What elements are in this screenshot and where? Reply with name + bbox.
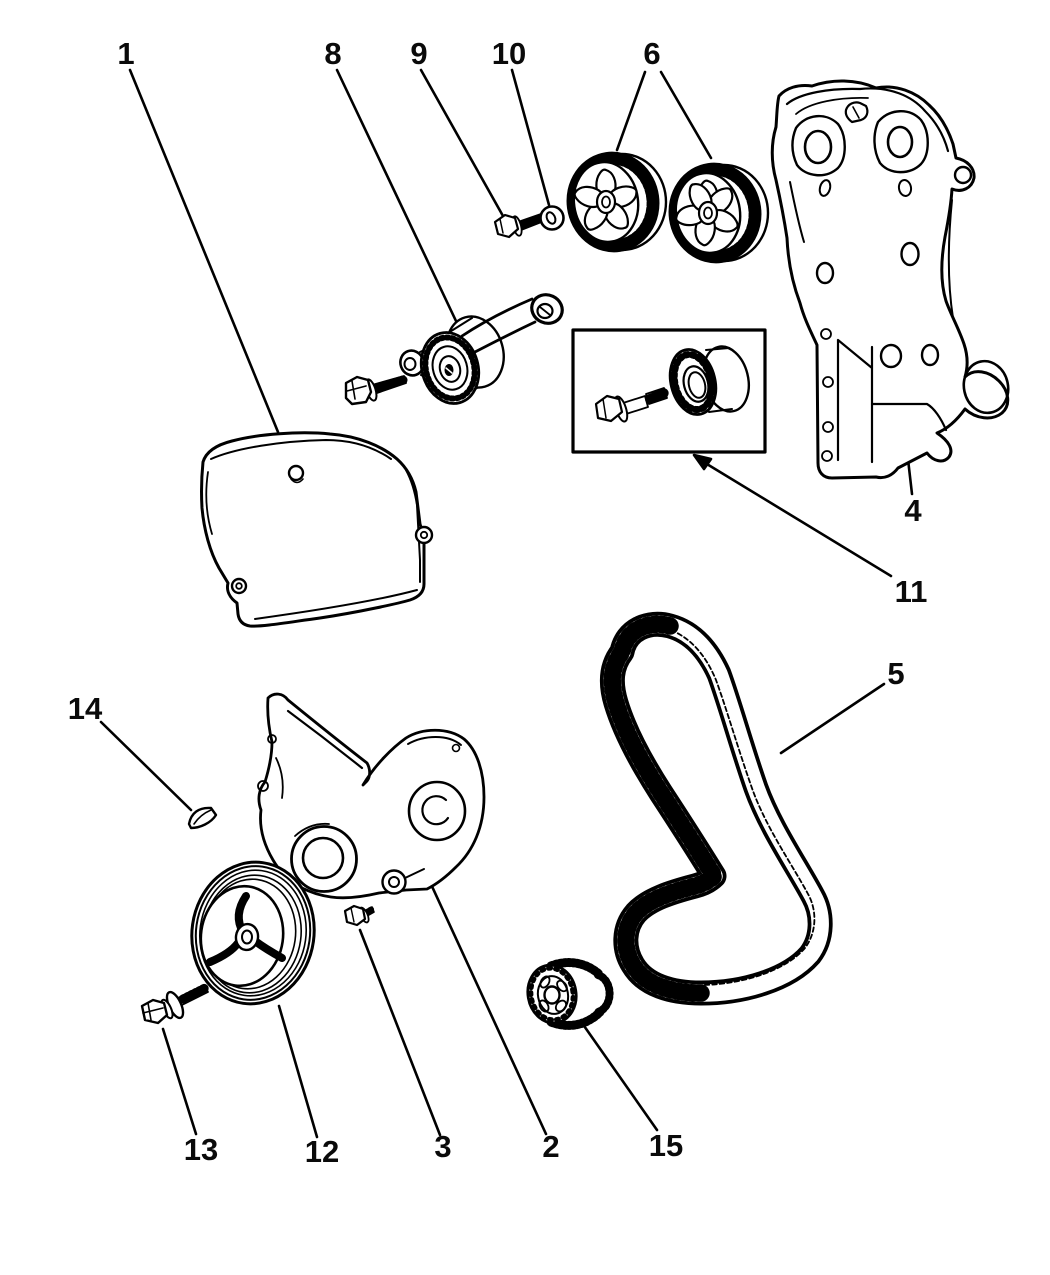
idler-bolt-head <box>594 394 624 423</box>
callout-4: 4 <box>904 493 922 528</box>
crank-bolt-part13 <box>140 983 210 1025</box>
bolt13-threads <box>178 983 210 1004</box>
crank-sprocket-part15 <box>526 958 614 1030</box>
timing-belt-part5 <box>599 611 833 1006</box>
upper-timing-cover-part1 <box>200 431 434 628</box>
wedge-key-part14 <box>187 806 218 830</box>
leader-12 <box>277 1004 319 1139</box>
leader-11-arrowhead <box>692 453 713 471</box>
cover2-crank-ring-outer <box>290 825 358 893</box>
washer-part10 <box>539 205 565 231</box>
callout-labels: 1 2 3 4 5 6 8 9 10 11 12 13 14 15 <box>68 36 928 1169</box>
callout-6: 6 <box>643 36 660 71</box>
bolt9-threads <box>518 214 545 229</box>
tensioner-part8 <box>344 293 564 406</box>
cover2-pump-boss <box>407 780 467 842</box>
leader-lines <box>99 68 914 1139</box>
pulley-hub <box>234 922 260 952</box>
sprocket15-teeth-end <box>594 971 614 1016</box>
washer10-hole <box>545 211 557 225</box>
callout-13: 13 <box>184 1132 218 1167</box>
leader-13 <box>161 1027 198 1136</box>
leader-2 <box>422 867 548 1136</box>
cover2-lower-boss <box>381 869 407 895</box>
leader-6b <box>659 70 713 160</box>
camshaft-sprocket-right-part6 <box>668 162 770 264</box>
washer10-outer <box>539 205 565 231</box>
callout-2: 2 <box>542 1129 559 1164</box>
leader-10 <box>510 68 551 207</box>
leader-3 <box>358 928 442 1137</box>
bolt3-head <box>343 904 367 927</box>
leader-1 <box>128 68 280 434</box>
cover1-right-ear-hole <box>414 525 434 545</box>
idler-roller-face-hatch <box>670 350 716 414</box>
belt-inner-edge <box>670 629 816 986</box>
cover4-left-opening <box>803 129 833 165</box>
bolt-part9 <box>493 213 545 239</box>
sprocket15-center-hole <box>543 985 561 1005</box>
callout-15: 15 <box>649 1128 683 1163</box>
cover4-tab-hole <box>953 165 973 185</box>
leader-14 <box>99 720 193 812</box>
cover4-right-opening <box>886 125 914 159</box>
cover4-lower-opening <box>962 359 1010 415</box>
idler-bolt-threads <box>645 388 669 404</box>
callout-5: 5 <box>887 656 904 691</box>
cover2-crank-ring-inner <box>301 836 345 880</box>
lower-timing-cover-part2 <box>257 692 486 900</box>
tensioner-rim-hatch <box>422 334 478 402</box>
callout-10: 10 <box>492 36 526 71</box>
rear-timing-cover-part4 <box>770 79 1010 480</box>
leader-15 <box>580 1021 659 1132</box>
idler-inset-part11 <box>571 328 767 454</box>
leader-11 <box>695 456 893 578</box>
callout-1: 1 <box>117 36 134 71</box>
leader-8 <box>335 68 458 323</box>
small-bolt-part3 <box>343 904 375 927</box>
belt-teeth <box>603 615 723 1002</box>
leader-9 <box>419 68 505 218</box>
leader-5 <box>779 682 886 755</box>
camshaft-sprocket-left-part6 <box>566 151 668 253</box>
callout-8: 8 <box>324 36 341 71</box>
crank-pulley-part12 <box>190 860 316 1006</box>
cover1-hole <box>287 464 305 482</box>
callout-9: 9 <box>410 36 427 71</box>
pulley-spoke-left <box>206 939 242 966</box>
tensioner-bolt-threads <box>372 375 408 393</box>
bolt9-head <box>493 213 520 239</box>
cover1-left-ear-hole <box>230 577 248 595</box>
callout-12: 12 <box>305 1134 339 1169</box>
callout-14: 14 <box>68 691 103 726</box>
callout-3: 3 <box>434 1129 451 1164</box>
callout-11: 11 <box>895 574 928 609</box>
tensioner-arm <box>460 297 534 338</box>
leader-6a <box>615 70 647 152</box>
